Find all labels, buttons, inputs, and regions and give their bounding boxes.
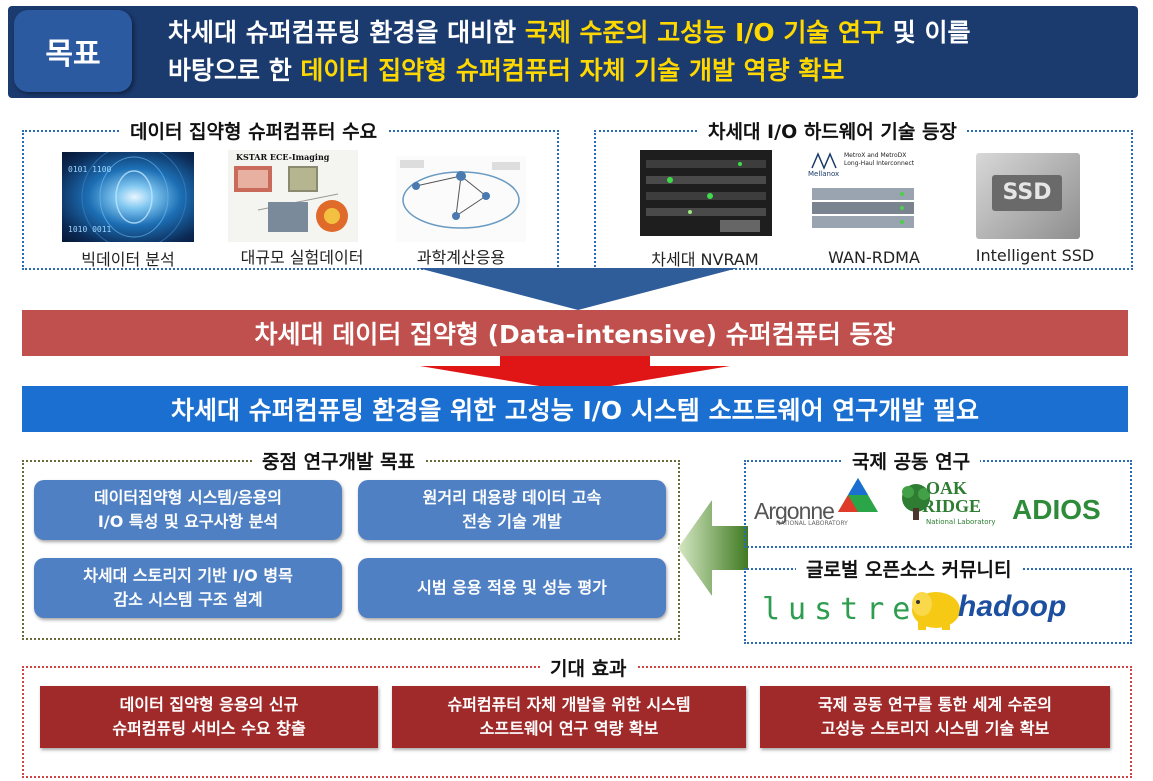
- focus-item-2-line1: 원거리 대용량 데이터 고속: [422, 488, 602, 507]
- banner-data-intensive: 차세대 데이터 집약형 (Data-intensive) 슈퍼컴퓨터 등장: [22, 310, 1128, 356]
- focus-title: 중점 연구개발 목표: [252, 447, 426, 474]
- goal-line2-highlight: 데이터 집약형 슈퍼컴퓨터 자체 기술 개발 역량 확보: [300, 56, 845, 85]
- ornl-sub: National Laboratory: [926, 518, 996, 526]
- metrox-label: MetroX and MetroDX Long-Haul Interconnec…: [844, 152, 915, 167]
- focus-item-4-line1: 시범 응용 적용 및 성능 평가: [417, 578, 607, 597]
- focus-item-evaluation: 시범 응용 적용 및 성능 평가: [358, 558, 666, 618]
- argonne-logo: Argonne NATIONAL LABORATORY: [754, 476, 886, 530]
- down-arrow-blue: [418, 268, 738, 310]
- argonne-sub: NATIONAL LABORATORY: [776, 520, 848, 527]
- goal-line1-highlight: 국제 수준의 고성능 I/O 기술 연구: [524, 18, 885, 47]
- focus-item-io-analysis: 데이터집약형 시스템/응용의 I/O 특성 및 요구사항 분석: [34, 480, 342, 540]
- demand-caption-2: 대규모 실험데이터: [240, 248, 364, 267]
- effect-1-line2: 슈퍼컴퓨팅 서비스 수요 창출: [112, 719, 306, 738]
- goal-line1-a: 차세대 슈퍼컴퓨팅 환경을 대비한: [168, 18, 525, 47]
- focus-item-3-line2: 감소 시스템 구조 설계: [113, 590, 263, 609]
- hardware-caption-1: 차세대 NVRAM: [651, 250, 759, 269]
- svg-text:0101 1100: 0101 1100: [68, 165, 112, 174]
- svg-text:1010 0011: 1010 0011: [68, 225, 112, 234]
- adios-logo: ADIOS: [1012, 494, 1101, 525]
- demand-title: 데이터 집약형 슈퍼컴퓨터 수요: [120, 117, 388, 144]
- ornl-text-oak: OAK: [926, 478, 968, 498]
- hadoop-logo: hadoop: [908, 586, 1108, 634]
- hardware-caption-2: WAN-RDMA: [828, 248, 920, 267]
- effects-title: 기대 효과: [540, 654, 637, 681]
- goal-line2-a: 바탕으로 한: [168, 56, 301, 85]
- banner-io-software: 차세대 슈퍼컴퓨팅 환경을 위한 고성능 I/O 시스템 소프트웨어 연구개발 …: [22, 386, 1128, 432]
- left-arrow-green: [678, 500, 748, 600]
- effect-3-line2: 고성능 스토리지 시스템 기술 확보: [820, 719, 1050, 738]
- ssd-label: SSD: [992, 175, 1062, 211]
- down-arrow-red: [420, 356, 730, 392]
- argonne-text: Argonne: [754, 498, 835, 524]
- ssd-image: SSD: [976, 153, 1080, 239]
- ornl-logo: OAK RIDGE National Laboratory: [896, 478, 996, 532]
- lustre-text: lustre: [762, 592, 919, 627]
- effect-3-line1: 국제 공동 연구를 통한 세계 수준의: [818, 695, 1052, 714]
- effect-2-line1: 슈퍼컴퓨터 자체 개발을 위한 시스템: [447, 695, 691, 714]
- goal-text: 차세대 슈퍼컴퓨팅 환경을 대비한 국제 수준의 고성능 I/O 기술 연구 및…: [168, 14, 1128, 90]
- focus-item-2-line2: 전송 기술 개발: [462, 512, 562, 531]
- ornl-text-ridge: RIDGE: [922, 496, 982, 516]
- hardware-caption-3: Intelligent SSD: [975, 246, 1095, 265]
- hadoop-text: hadoop: [958, 590, 1067, 623]
- nvram-image: [640, 150, 772, 236]
- big-data-image: 0101 1100 1010 0011: [62, 152, 194, 242]
- lustre-logo: lustre: [762, 592, 910, 632]
- focus-item-1-line2: I/O 특성 및 요구사항 분석: [97, 512, 279, 531]
- focus-item-3-line1: 차세대 스토리지 기반 I/O 병목: [83, 566, 293, 585]
- intl-title: 국제 공동 연구: [842, 447, 981, 474]
- focus-item-1-line1: 데이터집약형 시스템/응용의: [93, 488, 283, 507]
- effect-2-line2: 소프트웨어 연구 역량 확보: [479, 719, 659, 738]
- demand-caption-3: 과학계산응용: [416, 248, 506, 267]
- kstar-experiment-image: KSTAR ECE-Imaging: [228, 150, 358, 242]
- hardware-title: 차세대 I/O 하드웨어 기술 등장: [698, 117, 967, 144]
- goal-line1-c: 및 이를: [884, 18, 971, 47]
- wan-rdma-image: Mellanox MetroX and MetroDX Long-Haul In…: [806, 150, 918, 242]
- demand-caption-1: 빅데이터 분석: [81, 250, 175, 269]
- goal-banner: [8, 6, 1138, 98]
- oss-title: 글로벌 오픈소스 커뮤니티: [796, 555, 1022, 582]
- mellanox-logo: Mellanox: [808, 170, 840, 178]
- effect-1-line1: 데이터 집약형 응용의 신규: [119, 695, 299, 714]
- kstar-label: KSTAR ECE-Imaging: [236, 152, 330, 162]
- goal-badge: 목표: [14, 10, 132, 92]
- scientific-computing-image: [396, 156, 526, 242]
